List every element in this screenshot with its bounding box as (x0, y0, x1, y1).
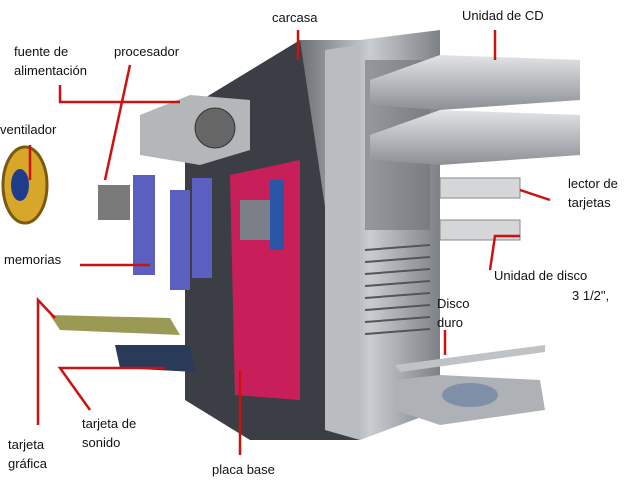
label-disco35-2: 3 1/2", (572, 288, 610, 303)
label-fuente-1: fuente de (14, 44, 69, 59)
memory-modules (133, 175, 212, 290)
label-carcasa: carcasa (272, 10, 318, 25)
label-lector-1: lector de (568, 176, 618, 191)
card-reader (439, 177, 521, 199)
label-memorias: memorias (4, 252, 62, 267)
label-grafica-2: gráfica (8, 456, 48, 471)
label-disco-duro-2: duro (437, 315, 464, 330)
label-sonido-2: sonido (82, 435, 121, 450)
label-lector-2: tarjetas (568, 195, 611, 210)
label-unidad-cd: Unidad de CD (462, 8, 544, 23)
leader-lines (28, 30, 551, 455)
label-placa-base: placa base (212, 462, 275, 477)
sound-card (115, 345, 195, 372)
graphics-card (50, 315, 180, 335)
label-fuente-2: alimentación (14, 63, 87, 78)
label-disco-duro-1: Disco (437, 296, 470, 311)
label-grafica-1: tarjeta (8, 437, 45, 452)
label-disco35-1: Unidad de disco (494, 268, 588, 283)
processor (98, 185, 130, 220)
power-supply (140, 95, 250, 165)
label-sonido-1: tarjeta de (82, 416, 137, 431)
hard-disk (395, 345, 545, 425)
label-ventilador: ventilador (0, 122, 57, 137)
label-procesador: procesador (114, 44, 180, 59)
motherboard-placa-base (230, 160, 300, 400)
cd-drives (370, 55, 580, 165)
